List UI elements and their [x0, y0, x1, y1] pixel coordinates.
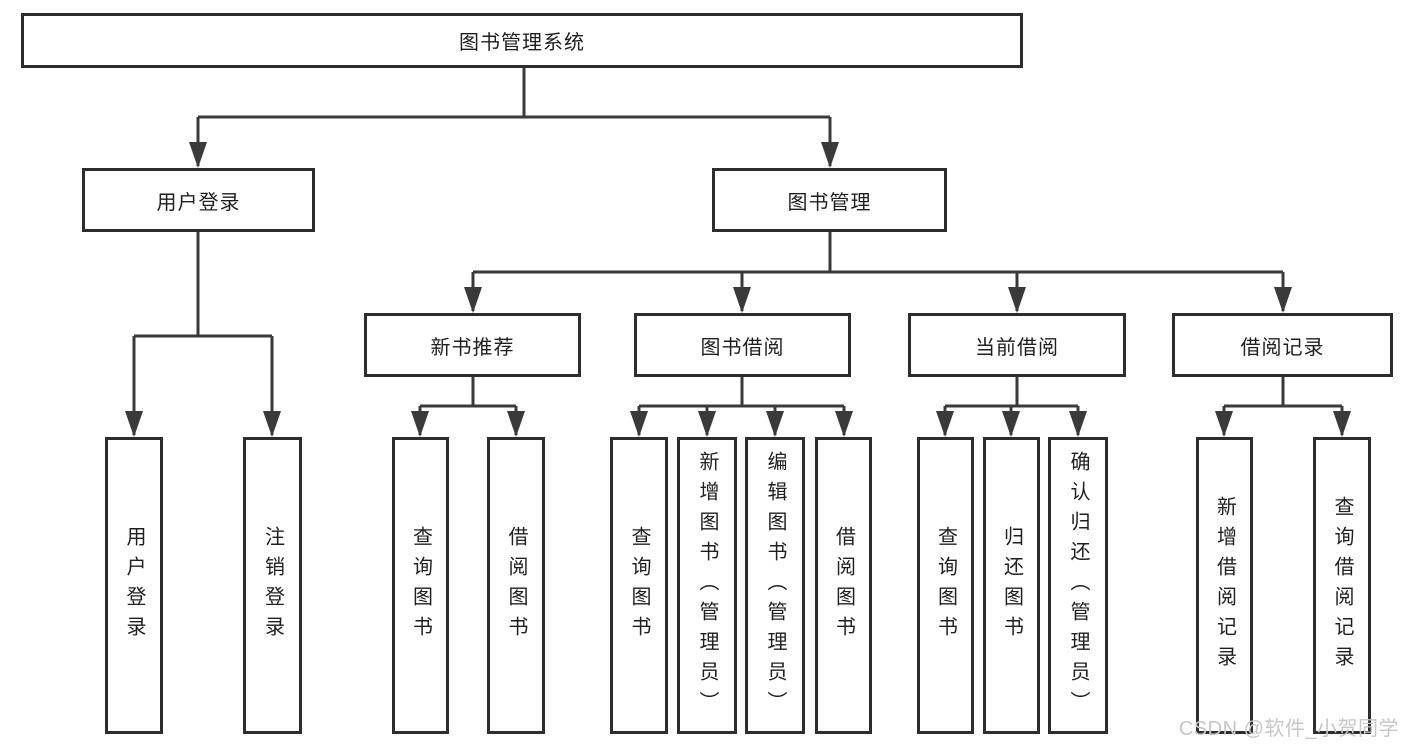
node-label: 查询图书	[628, 525, 650, 646]
leaf-edit-books-admin: 编辑图书（管理员）	[745, 437, 805, 734]
node-label: 查询借阅记录	[1331, 495, 1353, 676]
arrowhead-icons	[125, 142, 1351, 437]
leaf-add-borrow-record: 新增借阅记录	[1196, 437, 1253, 734]
node-label: 借阅图书	[505, 525, 527, 646]
node-label: 查询图书	[409, 525, 432, 646]
leaf-query-books-borrow: 查询图书	[610, 437, 668, 734]
node-label: 当前借阅	[975, 336, 1059, 359]
leaf-borrow-books: 借阅图书	[815, 437, 872, 734]
node-current-borrow: 当前借阅	[908, 313, 1126, 377]
node-label: 查询图书	[934, 525, 957, 646]
node-label: 用户登录	[123, 525, 145, 646]
leaf-borrow-books-recommend: 借阅图书	[487, 437, 545, 734]
leaf-confirm-return-admin: 确认归还（管理员）	[1048, 437, 1108, 734]
node-book-borrow: 图书借阅	[634, 313, 851, 377]
node-label: 注销登录	[261, 525, 284, 646]
node-new-book-recommend: 新书推荐	[364, 313, 581, 377]
node-label: 确认归还（管理员）	[1067, 450, 1089, 721]
leaf-add-books-admin: 新增图书（管理员）	[677, 437, 737, 734]
node-label: 归还图书	[1000, 525, 1023, 646]
node-book-management: 图书管理	[712, 168, 947, 232]
leaf-user-login: 用户登录	[105, 437, 163, 734]
node-user-login-module: 用户登录	[82, 168, 315, 232]
node-label: 借阅记录	[1240, 336, 1325, 359]
node-label: 图书管理	[787, 191, 872, 214]
leaf-logout: 注销登录	[243, 437, 302, 734]
node-label: 编辑图书（管理员）	[764, 450, 786, 721]
node-label: 图书借阅	[700, 336, 785, 359]
node-label: 新增借阅记录	[1213, 495, 1236, 676]
node-label: 用户登录	[156, 191, 241, 214]
leaf-query-books-recommend: 查询图书	[392, 437, 449, 734]
leaf-query-borrow-record: 查询借阅记录	[1313, 437, 1371, 734]
watermark: CSDN @软件_小贺同学	[1178, 718, 1399, 740]
leaf-query-books-current: 查询图书	[917, 437, 974, 734]
node-label: 借阅图书	[832, 525, 855, 646]
node-borrow-records: 借阅记录	[1172, 313, 1393, 377]
leaf-return-books: 归还图书	[983, 437, 1040, 734]
node-label: 图书管理系统	[459, 32, 585, 54]
node-label: 新增图书（管理员）	[696, 450, 718, 721]
node-root-system: 图书管理系统	[21, 13, 1023, 68]
node-label: 新书推荐	[430, 336, 515, 359]
